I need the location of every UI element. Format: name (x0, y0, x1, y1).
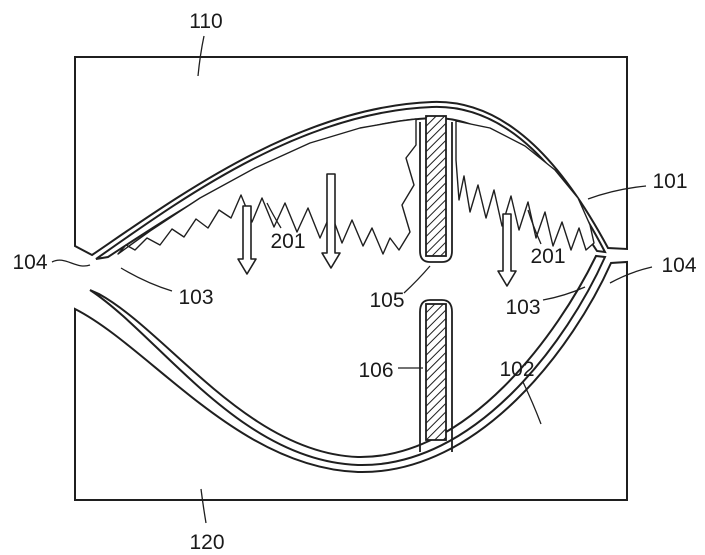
bottom-mold-block (74, 260, 628, 501)
leader-103-right (542, 286, 586, 301)
leader-101 (587, 185, 647, 200)
upper-web-bar (425, 115, 447, 257)
leader-102 (522, 381, 542, 425)
lower-shell-skin (89, 254, 607, 467)
leader-201-left (266, 202, 282, 229)
press-arrow-left-1 (237, 205, 257, 275)
leader-110 (197, 35, 205, 77)
leader-201-right (527, 209, 542, 245)
press-arrow-left-2 (321, 173, 341, 269)
upper-web-wrap (419, 122, 453, 263)
label-upper-web: 105 (369, 289, 404, 312)
lower-web-bar (425, 303, 447, 441)
label-press-left: 201 (270, 230, 305, 253)
label-edge-left: 104 (12, 251, 47, 274)
press-arrow-right (497, 213, 517, 287)
layup-mass-right (455, 120, 595, 251)
leader-120 (200, 488, 207, 524)
label-layup-left: 103 (178, 286, 213, 309)
leader-103-left (120, 267, 173, 292)
label-lower-web: 106 (358, 359, 393, 382)
label-layup-right: 103 (505, 296, 540, 319)
label-bottom-mold: 120 (189, 531, 224, 554)
leader-104-left (51, 259, 91, 267)
leader-105 (403, 265, 431, 294)
label-edge-right: 104 (661, 254, 696, 277)
label-upper-shell: 101 (652, 170, 687, 193)
label-lower-shell: 102 (499, 358, 534, 381)
leader-104-right (609, 266, 653, 284)
lower-web-wrap (419, 299, 453, 452)
label-top-mold: 110 (189, 10, 222, 33)
layup-mass-left (117, 118, 417, 255)
label-press-right: 201 (530, 245, 565, 268)
